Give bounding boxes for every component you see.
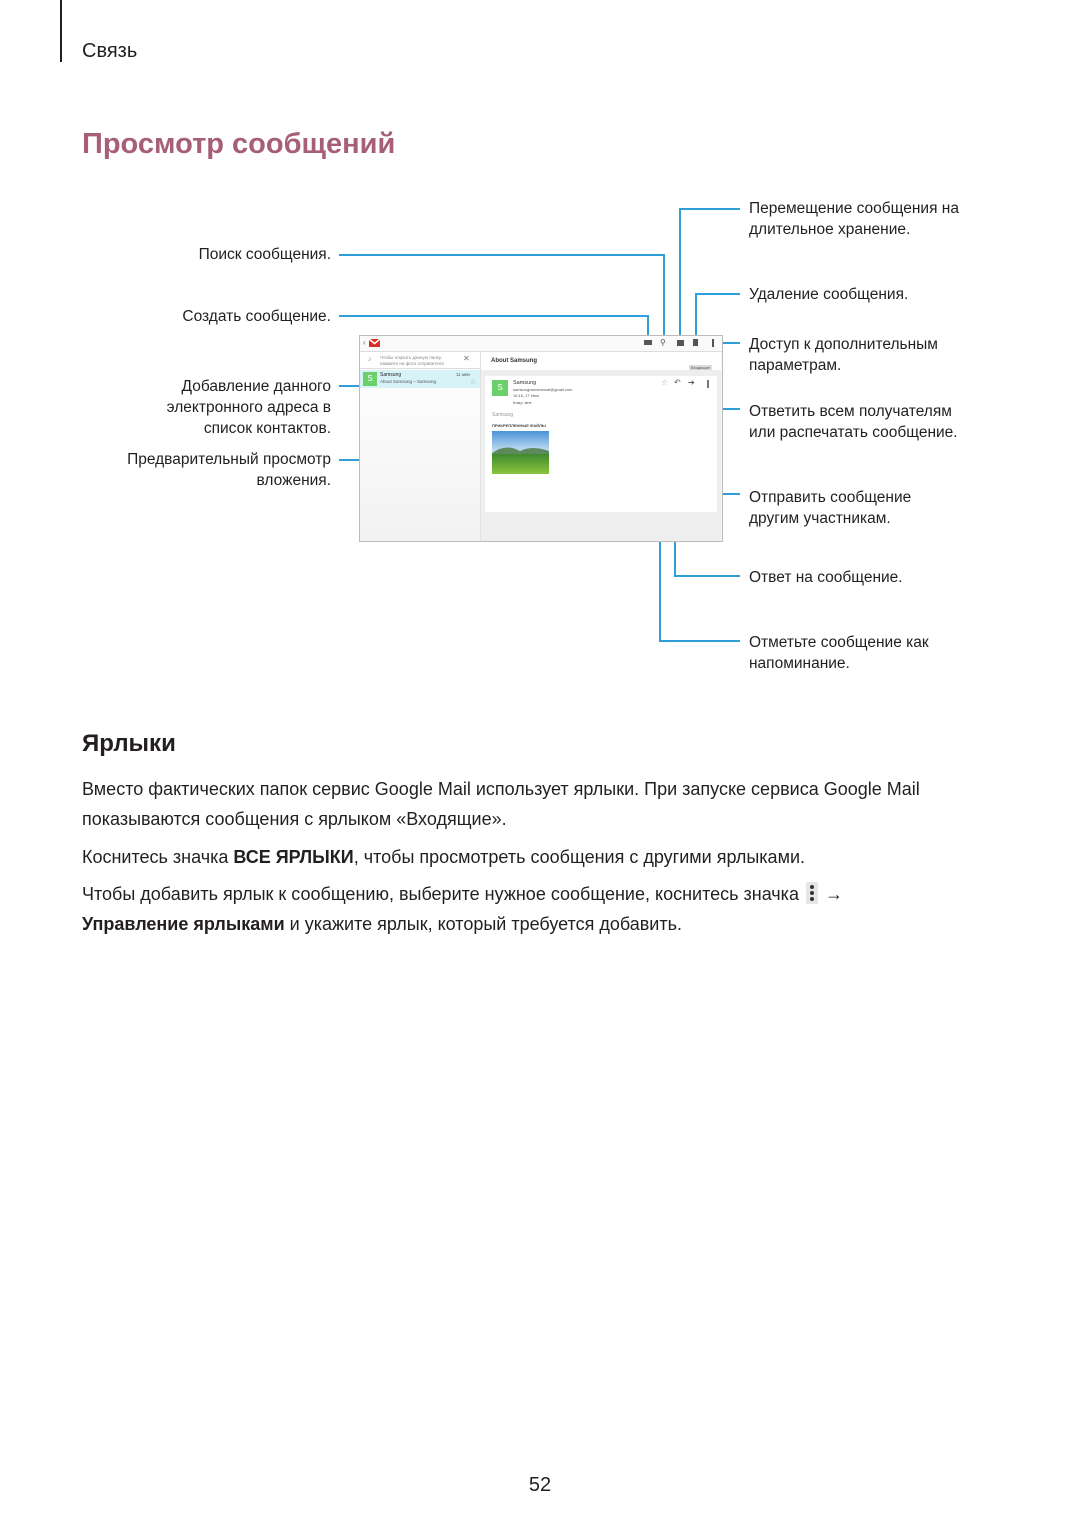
delete-icon[interactable] bbox=[693, 339, 698, 346]
attachment-thumbnail[interactable] bbox=[492, 431, 549, 474]
callout-reply-all: Ответить всем получателям или распечатат… bbox=[749, 403, 958, 441]
line-delete bbox=[695, 293, 740, 343]
back-icon[interactable]: ‹ bbox=[363, 338, 366, 347]
callout-delete: Удаление сообщения. bbox=[749, 286, 909, 303]
music-icon: ♪ bbox=[368, 356, 372, 363]
manage-labels-term: Управление ярлыками bbox=[82, 914, 285, 934]
subject-bar: About Samsung bbox=[481, 352, 721, 370]
message-card: S Samsung samsungusermanual@gmail.com 16… bbox=[485, 376, 717, 512]
sender-email: samsungusermanual@gmail.com bbox=[513, 387, 573, 392]
archive-icon[interactable] bbox=[677, 340, 684, 346]
list-item[interactable]: S Samsung About Samsung – Samsung 11 мин… bbox=[360, 370, 480, 388]
labels-paragraph-1: Вместо фактических папок сервис Google M… bbox=[82, 779, 920, 829]
callout-attachment: Предварительный просмотр вложения. bbox=[127, 451, 331, 489]
list-star-icon[interactable]: ☆ bbox=[470, 379, 477, 386]
labels-paragraph-2: Коснитесь значка ВСЕ ЯРЛЫКИ, чтобы просм… bbox=[82, 847, 806, 867]
sender-name: Samsung bbox=[513, 380, 537, 386]
section-rule bbox=[60, 0, 62, 62]
message-more-icon[interactable] bbox=[707, 380, 709, 388]
search-icon[interactable]: ⚲ bbox=[660, 338, 666, 347]
sender-time: 16:15, 17 Июн bbox=[513, 393, 539, 398]
line-archive bbox=[679, 208, 740, 343]
forward-icon[interactable]: ➔ bbox=[688, 378, 695, 387]
list-sender: Samsung bbox=[380, 372, 402, 378]
more-options-icon bbox=[805, 882, 818, 904]
sender-avatar[interactable]: S bbox=[363, 372, 377, 386]
section-name: Связь bbox=[82, 40, 138, 62]
label-chip[interactable]: Входящие bbox=[689, 365, 712, 370]
callout-reply: Ответ на сообщение. bbox=[749, 569, 903, 586]
list-time: 11 мин bbox=[456, 372, 471, 377]
gmail-logo-icon bbox=[369, 339, 380, 347]
star-icon[interactable]: ☆ bbox=[661, 378, 669, 387]
callout-archive: Перемещение сообщения на длительное хран… bbox=[749, 200, 959, 238]
section-heading-labels: Ярлыки bbox=[82, 730, 176, 757]
callout-star: Отметьте сообщение как напоминание. bbox=[749, 634, 929, 672]
action-bar: ‹ ⚲ bbox=[360, 336, 722, 352]
message-list: ♪ Чтобы открыть данную папку, нажмите на… bbox=[360, 352, 481, 541]
message-subject: About Samsung bbox=[491, 358, 537, 364]
callout-search: Поиск сообщения. bbox=[198, 246, 331, 263]
line-search bbox=[339, 254, 665, 343]
callout-compose: Создать сообщение. bbox=[182, 308, 331, 325]
reply-icon[interactable]: ↶ bbox=[674, 378, 681, 387]
callout-forward: Отправить сообщение другим участникам. bbox=[749, 489, 912, 527]
email-screenshot: ‹ ⚲ ♪ Чтобы открыть данную папку, нажмит… bbox=[359, 335, 723, 542]
sender-avatar-large[interactable]: S bbox=[492, 380, 508, 396]
line-compose bbox=[339, 315, 649, 343]
close-icon[interactable]: ✕ bbox=[463, 354, 470, 363]
callout-more: Доступ к дополнительным параметрам. bbox=[749, 336, 938, 374]
message-view: About Samsung Входящие S Samsung samsung… bbox=[481, 352, 721, 541]
compose-icon[interactable] bbox=[644, 340, 652, 345]
list-subject: About Samsung – Samsung bbox=[380, 379, 437, 384]
labels-paragraph-3: Чтобы добавить ярлык к сообщению, выбери… bbox=[82, 882, 843, 934]
page-title: Просмотр сообщений bbox=[82, 128, 396, 160]
callout-add-contact: Добавление данного электронного адреса в… bbox=[166, 378, 331, 437]
page-number: 52 bbox=[528, 1474, 552, 1496]
attachments-heading: ПРИКРЕПЛЕННЫЕ ФАЙЛЫ bbox=[492, 423, 546, 428]
to-line: Кому: мне bbox=[513, 400, 532, 405]
divider bbox=[360, 368, 480, 369]
body-text: Samsung bbox=[492, 412, 514, 418]
more-options-icon[interactable] bbox=[712, 339, 714, 347]
list-hint: Чтобы открыть данную папку, нажмите на ф… bbox=[380, 355, 444, 366]
all-labels-term: ВСЕ ЯРЛЫКИ bbox=[233, 847, 354, 867]
